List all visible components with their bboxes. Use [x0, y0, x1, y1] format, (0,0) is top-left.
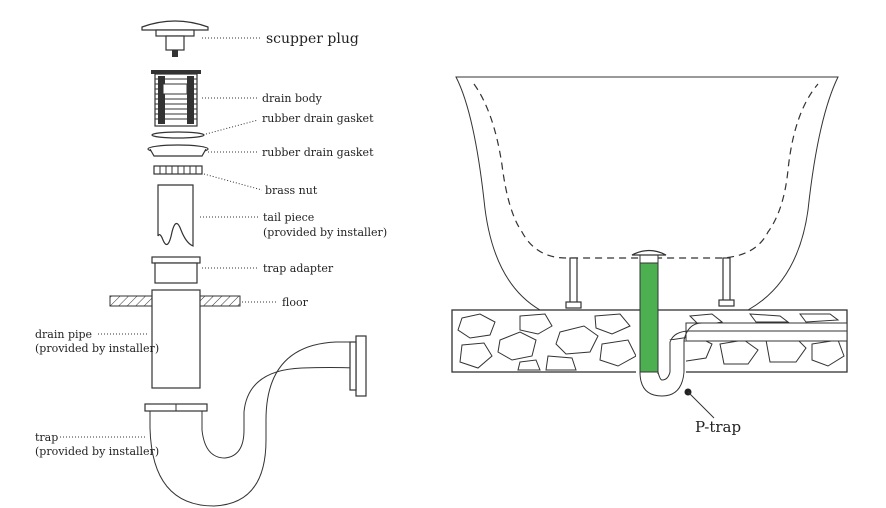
exploded-view: scupper plug drain body rubber drain gas…	[35, 20, 387, 507]
tub-inner-dashed	[473, 83, 819, 259]
label-scupper-plug: scupper plug	[266, 31, 359, 47]
label-trap-2: (provided by installer)	[35, 445, 159, 458]
gasket-upper-part	[151, 131, 205, 139]
label-gasket-lower: rubber drain gasket	[262, 146, 374, 159]
drain-plug-cap	[631, 249, 667, 256]
label-tail-piece-1: tail piece	[263, 211, 314, 224]
drain-highlight-tube	[639, 262, 659, 373]
drain-plug-stem	[639, 254, 659, 264]
label-drain-pipe-2: (provided by installer)	[35, 342, 159, 355]
scupper-plug-part	[141, 20, 209, 57]
label-drain-pipe-1: drain pipe	[35, 328, 92, 341]
drain-pipe-part	[151, 289, 201, 389]
label-trap-1: trap	[35, 431, 58, 444]
label-drain-body: drain body	[262, 92, 323, 105]
trap-adapter-part	[151, 256, 201, 284]
label-tail-piece-2: (provided by installer)	[263, 226, 387, 239]
trap-part	[144, 335, 367, 507]
label-trap-adapter: trap adapter	[263, 262, 334, 275]
label-brass-nut: brass nut	[265, 184, 318, 197]
gasket-lower-part	[147, 144, 209, 157]
label-gasket-upper: rubber drain gasket	[262, 112, 374, 125]
tub-legs	[565, 257, 735, 309]
tail-piece-part	[157, 184, 194, 247]
label-p-trap: P-trap	[695, 418, 741, 436]
brass-nut-part	[153, 165, 203, 175]
label-floor: floor	[282, 296, 309, 309]
installed-view: P-trap	[451, 76, 848, 436]
drain-body-part	[151, 70, 201, 127]
